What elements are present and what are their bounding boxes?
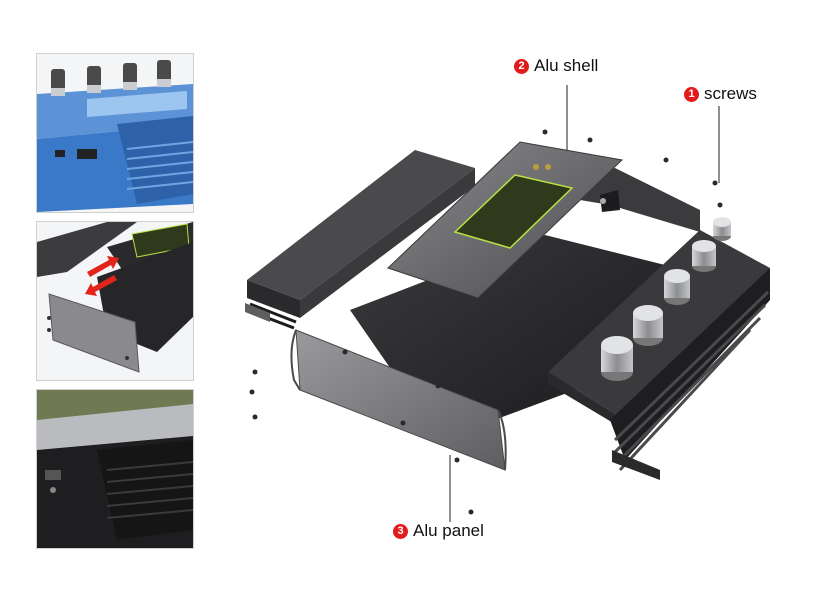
knob-5 — [713, 217, 731, 241]
callout-number-badge: 2 — [514, 58, 529, 74]
knob-4 — [692, 240, 716, 272]
callout-label: screws — [704, 84, 757, 103]
knob-3 — [664, 269, 690, 305]
slide-assembly-illustration — [37, 222, 193, 380]
callout-alu-shell: 2 Alu shell — [514, 56, 598, 76]
alu-shell-plate — [387, 141, 624, 299]
callout-number-badge: 3 — [393, 523, 408, 539]
loose-screws — [249, 129, 723, 515]
callout-alu-panel: 3 Alu panel — [393, 521, 484, 541]
thumbnail-slide-assembly — [36, 221, 194, 381]
callout-label: Alu shell — [534, 56, 599, 75]
blue-enclosure-illustration — [37, 54, 193, 212]
thumbnail-assembled-blue — [36, 53, 194, 213]
rear-bracket — [580, 168, 700, 232]
left-rail — [245, 150, 475, 330]
callout-screws: 1 screws — [684, 84, 757, 104]
dark-enclosure-illustration — [37, 390, 193, 548]
alu-front-panel — [290, 329, 507, 471]
control-knobs — [601, 217, 731, 381]
leader-lines — [449, 85, 720, 522]
thumbnail-assembled-dark — [36, 389, 194, 549]
callout-label: Alu panel — [413, 521, 484, 540]
callout-number-badge: 1 — [684, 86, 699, 102]
knob-2 — [633, 305, 663, 346]
knob-1 — [601, 336, 633, 381]
